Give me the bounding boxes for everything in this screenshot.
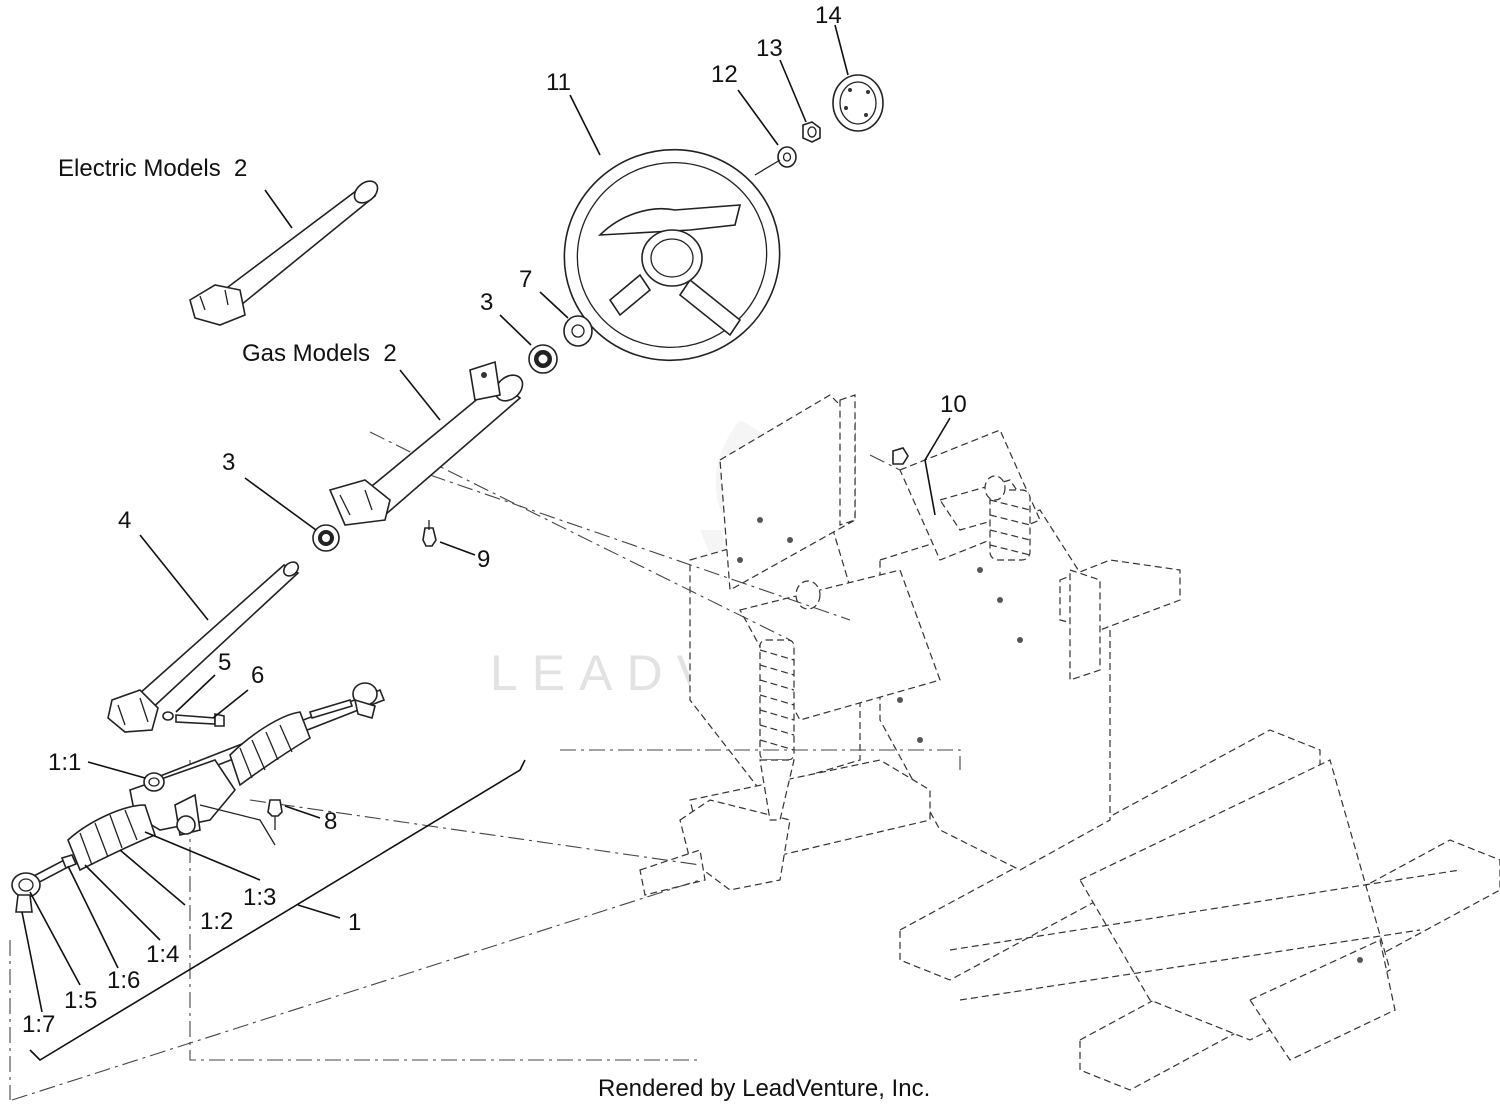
steering-shaft	[107, 561, 300, 733]
callout-9: 9	[477, 546, 490, 573]
callout-5: 5	[218, 649, 231, 676]
callout-11: 11	[546, 69, 571, 96]
callout-1-4: 1:4	[146, 941, 179, 968]
washer	[777, 146, 797, 168]
rear-coil-spring	[984, 475, 1031, 561]
vehicle-frame	[639, 394, 1500, 1091]
bearing-upper	[528, 344, 558, 374]
callout-1-5: 1:5	[64, 987, 97, 1014]
callout-7: 7	[519, 266, 532, 293]
bolt-6	[175, 713, 225, 727]
callout-12: 12	[711, 61, 738, 88]
callout-1-2: 1:2	[200, 908, 233, 935]
callout-14: 14	[815, 2, 842, 29]
nut-10	[892, 447, 909, 465]
callout-electric-models: Electric Models 2	[58, 155, 247, 182]
render-credit: Rendered by LeadVenture, Inc.	[598, 1075, 930, 1102]
frame-holes	[737, 517, 1363, 963]
callout-4: 4	[118, 507, 131, 534]
steering-column-electric	[189, 180, 379, 326]
bearing-lower	[312, 524, 340, 552]
callout-1: 1	[348, 909, 361, 936]
callout-1-3: 1:3	[243, 884, 276, 911]
callout-3-lower: 3	[222, 449, 235, 476]
bolt-9	[422, 520, 437, 547]
steering-cap	[832, 74, 884, 132]
callout-10: 10	[940, 391, 967, 418]
callout-3-upper: 3	[480, 289, 493, 316]
callout-1-7: 1:7	[22, 1011, 55, 1038]
washer-5	[162, 711, 174, 721]
alignment-lines	[9, 431, 961, 1101]
callout-13: 13	[756, 35, 783, 62]
callout-6: 6	[251, 662, 264, 689]
leader-lines	[21, 24, 951, 1013]
callout-1-1: 1:1	[48, 749, 81, 776]
front-coil-spring	[759, 580, 821, 821]
steering-rack-assembly	[11, 682, 386, 913]
callout-1-6: 1:6	[107, 967, 140, 994]
group-bracket	[29, 759, 526, 1062]
callout-labels: 14 13 12 11 Electric Models 2 7 3 Gas Mo…	[22, 2, 967, 1038]
spacer	[563, 315, 593, 347]
steering-wheel	[563, 148, 781, 362]
callout-gas-models: Gas Models 2	[242, 340, 397, 367]
steering-column-gas	[328, 360, 524, 526]
nut	[802, 121, 821, 143]
callout-8: 8	[324, 808, 337, 835]
